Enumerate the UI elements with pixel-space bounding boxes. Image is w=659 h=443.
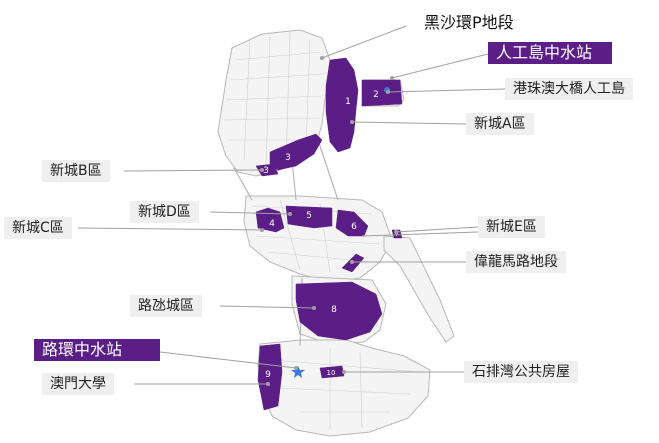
zone-number: 9 xyxy=(265,370,271,380)
zone-number: 1 xyxy=(345,97,351,107)
leader-end-dot xyxy=(350,260,354,264)
leader-end-dot xyxy=(288,212,292,216)
street-line xyxy=(223,117,321,121)
label-new-zone-c: 新城C區 xyxy=(4,217,72,239)
zone-number: 6 xyxy=(351,222,357,232)
street-line xyxy=(279,387,411,395)
label-hac-sa-p: 黑沙環P地段 xyxy=(424,13,514,32)
zone-number: 10 xyxy=(327,369,336,377)
zone-number: 8 xyxy=(331,305,337,315)
label-cotai: 路氹城區 xyxy=(130,295,202,317)
leader-end-dot xyxy=(342,370,346,374)
leader-zone-e-2 xyxy=(361,231,479,237)
street-layer xyxy=(223,31,421,430)
zone-number: 5 xyxy=(306,211,312,221)
leader-end-dot xyxy=(390,76,394,80)
label-hzmb-artificial-island: 港珠澳大橋人工島 xyxy=(505,78,633,100)
leader-hzmb xyxy=(387,88,506,93)
label-new-zone-e: 新城E區 xyxy=(478,216,545,238)
label-seac-pai-van-housing: 石排灣公共房屋 xyxy=(464,361,578,383)
street-line xyxy=(229,73,325,81)
zone-number: 7 xyxy=(395,230,399,238)
zone-number: 3 xyxy=(285,153,291,163)
star-marker-icon xyxy=(291,366,305,378)
leader-end-dot xyxy=(260,228,264,232)
zone-10-area xyxy=(319,365,345,379)
street-line xyxy=(279,199,301,271)
zone-number-layer: 1 2 3 3 4 5 6 7 8 9 10 xyxy=(263,90,399,380)
street-line xyxy=(359,351,363,429)
street-line xyxy=(305,39,311,151)
leader-zone-c xyxy=(77,227,263,231)
leader-end-dot xyxy=(294,366,298,370)
leader-zone-a xyxy=(351,121,467,125)
label-wai-long-road: 偉龍馬路地段 xyxy=(466,251,566,273)
leader-cotai xyxy=(219,305,315,309)
label-coloane-water-station: 路環中水站 xyxy=(34,339,160,361)
zone-number: 4 xyxy=(269,219,275,229)
label-new-zone-b: 新城B區 xyxy=(42,160,110,182)
zone-number: 2 xyxy=(373,90,379,100)
zone-layer xyxy=(255,57,403,411)
leader-hac-sa-p xyxy=(321,25,407,59)
zone-number: 3 xyxy=(263,166,269,176)
airport-strip xyxy=(383,235,455,343)
leader-artificial-island xyxy=(391,53,489,79)
leader-zone-d xyxy=(209,211,291,215)
leader-end-dot xyxy=(266,382,270,386)
leader-end-dot xyxy=(320,56,324,60)
zone-8-area xyxy=(295,281,383,341)
bridge-mid xyxy=(317,139,339,201)
leader-zone-e xyxy=(395,226,479,233)
label-artificial-island-water-station: 人工島中水站 xyxy=(488,42,612,64)
zone-3b-area xyxy=(255,163,279,177)
bridge-west xyxy=(233,167,253,201)
leader-line-layer xyxy=(77,25,506,386)
leader-end-dot xyxy=(350,120,354,124)
zone-9-area xyxy=(257,343,283,411)
street-line xyxy=(255,235,381,245)
street-line xyxy=(285,31,291,165)
street-line xyxy=(243,39,251,161)
leader-zone-b xyxy=(123,169,263,172)
label-new-zone-a: 新城A區 xyxy=(466,113,534,135)
leader-end-dot xyxy=(312,306,316,310)
leader-end-dot xyxy=(386,90,390,94)
street-line xyxy=(265,35,271,169)
leader-end-dot xyxy=(260,168,264,172)
label-new-zone-d: 新城D區 xyxy=(130,201,199,223)
leader-end-dot xyxy=(394,230,398,234)
zone-1-area xyxy=(325,57,359,153)
leader-coloane-ww xyxy=(159,351,297,369)
label-university-of-macau: 澳門大學 xyxy=(42,373,114,395)
street-line xyxy=(225,95,323,101)
zone-2-area xyxy=(361,79,403,107)
zone-5-area xyxy=(285,205,333,229)
street-line xyxy=(271,359,421,373)
street-line xyxy=(235,51,321,61)
